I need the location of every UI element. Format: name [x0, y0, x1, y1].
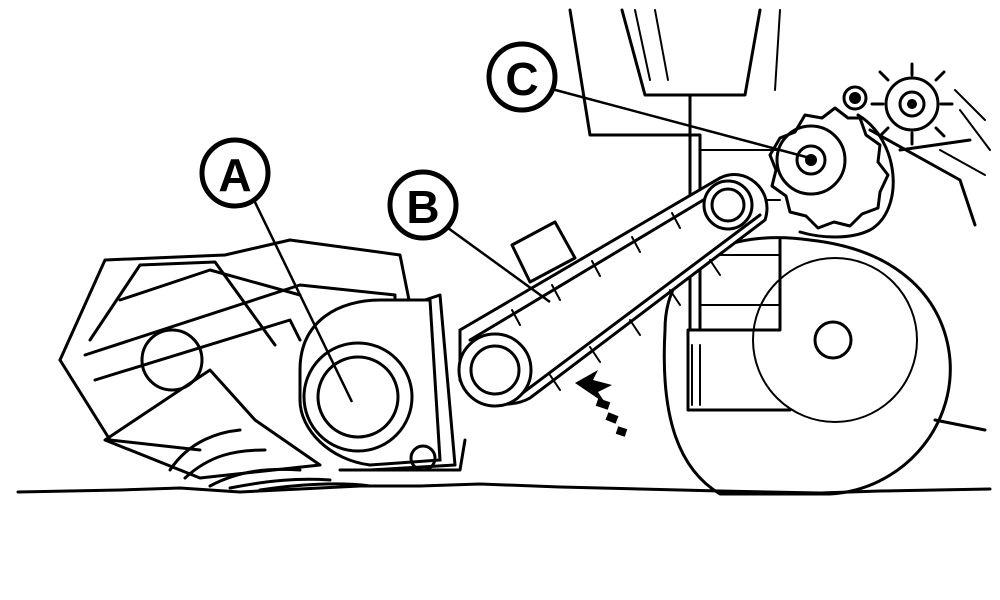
- callout-a: A: [199, 137, 271, 209]
- beater-gear: [768, 85, 895, 239]
- callout-b-label: B: [406, 181, 439, 233]
- callout-b-leader: [447, 226, 551, 304]
- feeder-conveyor: [457, 173, 769, 408]
- callout-b: B: [387, 169, 459, 241]
- drive-wheel: [662, 236, 987, 496]
- callout-c: C: [486, 41, 558, 113]
- header-drum: [298, 298, 442, 472]
- combine-body: [568, 8, 991, 412]
- upper-sprocket: [870, 62, 954, 146]
- callout-c-label: C: [505, 53, 538, 105]
- callout-a-label: A: [218, 149, 251, 201]
- callout-a-leader: [250, 195, 354, 403]
- airflow-arrow: [575, 370, 628, 437]
- crop-stubble: [168, 428, 372, 492]
- callout-c-leader: [547, 86, 811, 160]
